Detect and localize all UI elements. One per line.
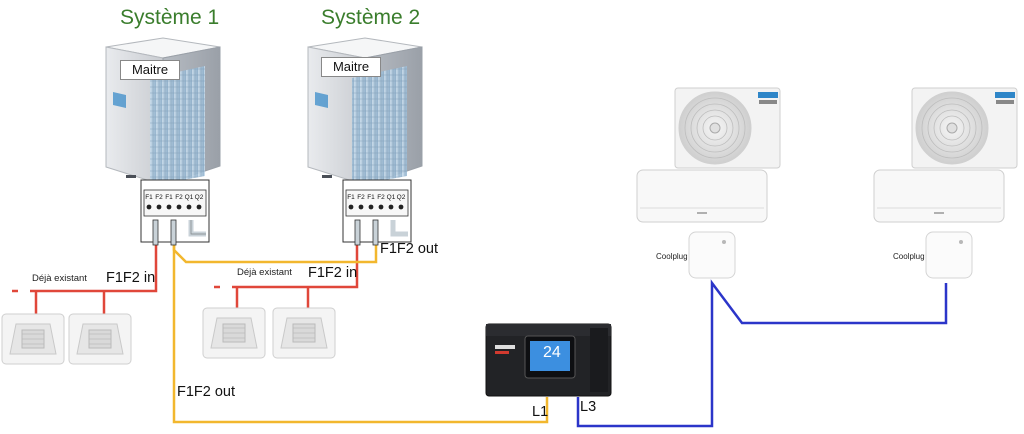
split-outdoor-unit-2 <box>911 87 1018 169</box>
terminal-label: F1 <box>145 194 153 201</box>
terminal-screw <box>156 204 162 210</box>
cassette-unit-4 <box>272 307 336 359</box>
split-outdoor-unit-1 <box>674 87 781 169</box>
cassette-unit-3 <box>202 307 266 359</box>
terminal-label: F2 <box>155 194 163 201</box>
f1f2-in-label-middle: F1F2 in <box>308 265 358 281</box>
terminal-label: Q2 <box>397 194 406 201</box>
terminal-screw <box>388 204 394 210</box>
terminal-screw <box>146 204 152 210</box>
wire-blue <box>576 279 948 428</box>
terminal-screw <box>176 204 182 210</box>
system-2-title: Système 2 <box>321 6 421 29</box>
l3-label: L3 <box>580 399 597 415</box>
existing-label-middle: Déjà existant <box>237 267 292 278</box>
controller-screen-value: 24 <box>543 344 561 361</box>
wire-yellow <box>172 244 549 424</box>
cassette-units <box>1 307 336 365</box>
cassette-unit-1 <box>1 313 65 365</box>
terminal-screw <box>398 204 404 210</box>
terminal-screw <box>358 204 364 210</box>
f1f2-out-label-bottom: F1F2 out <box>177 384 236 400</box>
system-1-badge: Maitre <box>120 60 180 80</box>
l1-label: L1 <box>532 404 549 420</box>
terminal-label: Q2 <box>195 194 204 201</box>
system-1-title: Système 1 <box>120 6 220 29</box>
terminal-label: F2 <box>377 194 385 201</box>
terminal-screw <box>186 204 192 210</box>
cassette-unit-2 <box>68 313 132 365</box>
existing-label-left: Déjà existant <box>32 273 87 284</box>
central-controller <box>485 323 612 397</box>
terminal-screw <box>348 204 354 210</box>
terminal-label: F1 <box>347 194 355 201</box>
wall-indoor-unit-1 <box>636 169 768 223</box>
terminal-label: F1 <box>165 194 173 201</box>
terminal-label: F2 <box>175 194 183 201</box>
terminal-label: Q1 <box>387 194 396 201</box>
system-2-badge: Maitre <box>321 57 381 77</box>
outdoor-unit-system-1 <box>105 37 221 186</box>
terminal-label: F2 <box>357 194 365 201</box>
terminal-label: Q1 <box>185 194 194 201</box>
coolplug-label-1: Coolplug <box>656 252 688 261</box>
terminal-screw <box>196 204 202 210</box>
outdoor-unit-system-2 <box>307 37 423 186</box>
terminal-screw <box>378 204 384 210</box>
f1f2-out-label-top: F1F2 out <box>380 241 439 257</box>
terminal-label: F1 <box>367 194 375 201</box>
wall-indoor-unit-2 <box>873 169 1005 223</box>
terminal-screw <box>166 204 172 210</box>
f1f2-in-label-left: F1F2 in <box>106 270 156 286</box>
coolplug-label-2: Coolplug <box>893 252 925 261</box>
coolplug-device-1 <box>688 231 736 279</box>
terminal-screw <box>368 204 374 210</box>
coolplug-device-2 <box>925 231 973 279</box>
